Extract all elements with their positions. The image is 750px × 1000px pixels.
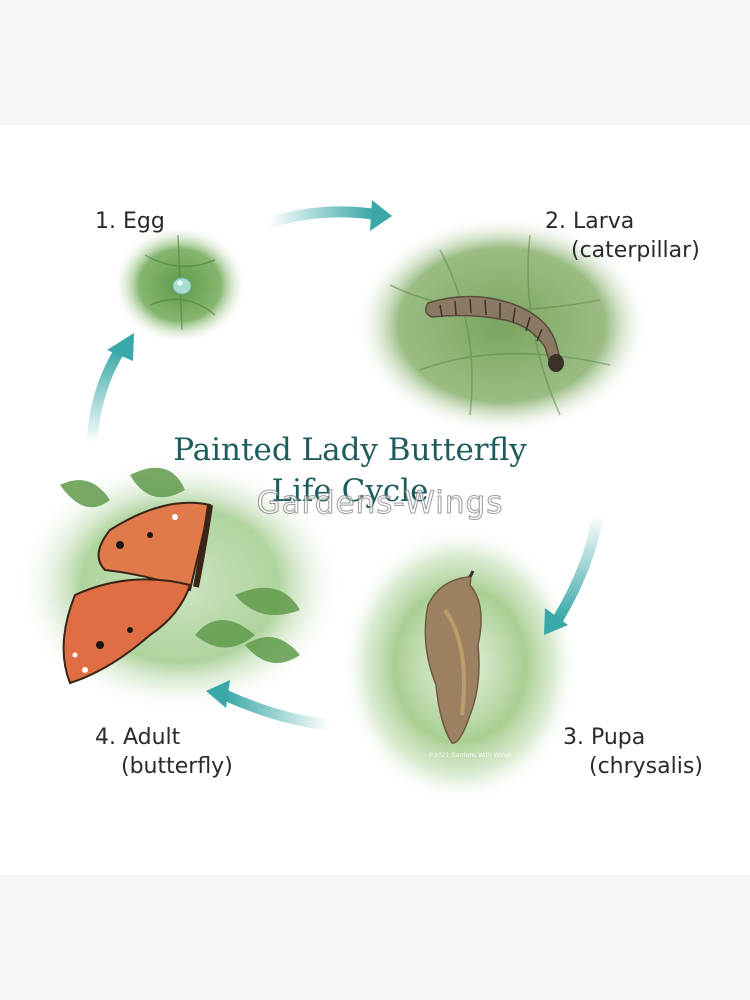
stage-label-adult: 4. Adult (butterfly) xyxy=(95,723,233,781)
title-line-2: Life Cycle xyxy=(271,473,429,509)
life-cycle-art xyxy=(15,200,650,805)
pupa-image xyxy=(340,525,580,805)
arrow-head-egg-to-larva xyxy=(370,200,392,231)
stage-label-larva: 2. Larva (caterpillar) xyxy=(545,207,700,265)
diagram-canvas: Painted Lady Butterfly Life Cycle Garden… xyxy=(0,125,750,875)
arrow-larva-to-pupa xyxy=(552,509,604,625)
arrow-head-adult-to-egg xyxy=(107,333,134,361)
arrow-adult-to-egg xyxy=(86,344,126,449)
title-line-1: Painted Lady Butterfly xyxy=(173,432,527,468)
arrow-egg-to-larva xyxy=(262,206,378,229)
arrow-head-pupa-to-adult xyxy=(206,680,230,708)
stage-label-pupa: 3. Pupa (chrysalis) xyxy=(563,723,703,781)
egg-image xyxy=(112,225,248,345)
stage-label-larva-sub: (caterpillar) xyxy=(571,238,700,263)
arrow-head-larva-to-pupa xyxy=(544,608,568,635)
stage-label-egg-title: 1. Egg xyxy=(95,209,165,234)
top-band xyxy=(0,0,750,125)
stage-label-egg: 1. Egg xyxy=(95,207,165,236)
larva-image xyxy=(354,215,650,435)
diagram-title: Painted Lady Butterfly Life Cycle xyxy=(0,430,700,512)
stage-label-pupa-sub: (chrysalis) xyxy=(589,754,703,779)
stage-label-larva-title: 2. Larva xyxy=(545,209,635,234)
arrow-pupa-to-adult xyxy=(219,689,336,731)
copyright-note: ©2021 Gardens With Wings xyxy=(428,752,512,759)
bottom-band xyxy=(0,875,750,1000)
watermark: Gardens-Wings xyxy=(256,485,504,522)
adult-image xyxy=(15,455,345,715)
stage-label-adult-title: 4. Adult xyxy=(95,725,181,750)
stage-label-adult-sub: (butterfly) xyxy=(121,754,233,779)
stage-label-pupa-title: 3. Pupa xyxy=(563,725,646,750)
